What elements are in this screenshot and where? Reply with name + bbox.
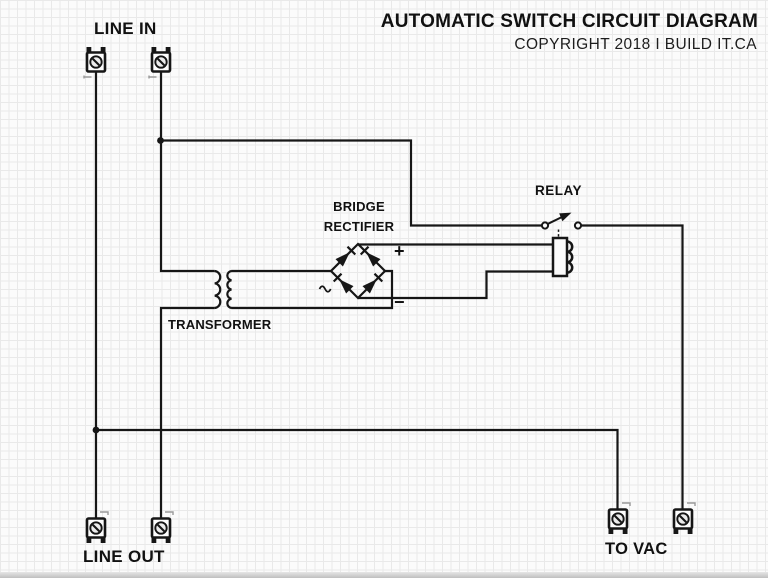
dc-minus-label: − xyxy=(394,292,405,312)
transformer-secondary-winding xyxy=(226,269,232,310)
junction-dot xyxy=(92,426,100,434)
relay-switch-blade xyxy=(547,215,564,225)
copyright-text: COPYRIGHT 2018 I BUILD IT.CA xyxy=(514,36,757,53)
relay-symbol xyxy=(540,212,583,278)
diode-arrow xyxy=(339,279,354,294)
relay-contact-right xyxy=(573,221,583,230)
transformer-symbol xyxy=(214,269,232,310)
relay-coil-loops xyxy=(566,240,574,274)
diode-cathode-bar xyxy=(373,272,384,283)
page-title: AUTOMATIC SWITCH CIRCUIT DIAGRAM xyxy=(380,11,758,32)
sine-wave-icon xyxy=(318,285,332,293)
relay-coil-body xyxy=(551,236,569,278)
diode-cathode-bar xyxy=(346,245,357,256)
bridge-rectifier-symbol xyxy=(318,242,387,300)
wire-transformer-primary-bottom-to-line-out-right xyxy=(159,306,215,519)
to-vac-label: TO VAC xyxy=(605,540,668,558)
wire-neutral-bus-to-vac-left xyxy=(96,428,619,510)
diode-arrow xyxy=(335,252,350,267)
transformer-primary-winding xyxy=(214,269,222,310)
line-in-label: LINE IN xyxy=(94,19,157,38)
relay-switch-arrowhead xyxy=(559,212,572,222)
diode-cathode-bar xyxy=(332,272,343,283)
bridge-rectifier-label-line1: BRIDGE xyxy=(333,199,385,214)
to-vac-terminal-left xyxy=(607,501,632,536)
line-out-label: LINE OUT xyxy=(83,547,165,566)
to-vac-terminal-right xyxy=(672,501,697,536)
junction-dot xyxy=(157,137,164,144)
line-out-terminal-left xyxy=(85,510,110,545)
wire-secondary-bottom-to-bridge-ac2 xyxy=(231,269,394,310)
bridge-diamond xyxy=(329,242,387,300)
diode-cathode-bar xyxy=(359,245,370,256)
wire-line-in-right-to-transformer-primary-top xyxy=(159,72,215,273)
wire-bridge-minus-to-relay-coil xyxy=(358,270,553,300)
bridge-rectifier-label: BRIDGE RECTIFIER xyxy=(304,197,414,236)
dc-plus-label: + xyxy=(394,241,405,261)
relay-contact-left xyxy=(540,221,550,230)
wire-line-to-relay-common xyxy=(160,139,542,227)
page-bottom-edge-shadow xyxy=(0,572,768,578)
relay-label: RELAY xyxy=(535,183,583,198)
line-in-terminal-right xyxy=(147,45,172,80)
diode-arrow xyxy=(366,252,381,267)
bridge-rectifier-label-line2: RECTIFIER xyxy=(323,218,395,234)
line-out-terminal-right xyxy=(150,510,175,545)
diode-arrow xyxy=(362,279,377,294)
wire-relay-contact-to-vac-right xyxy=(581,224,684,510)
line-in-terminal-left xyxy=(82,45,107,80)
transformer-label: TRANSFORMER xyxy=(168,317,272,332)
